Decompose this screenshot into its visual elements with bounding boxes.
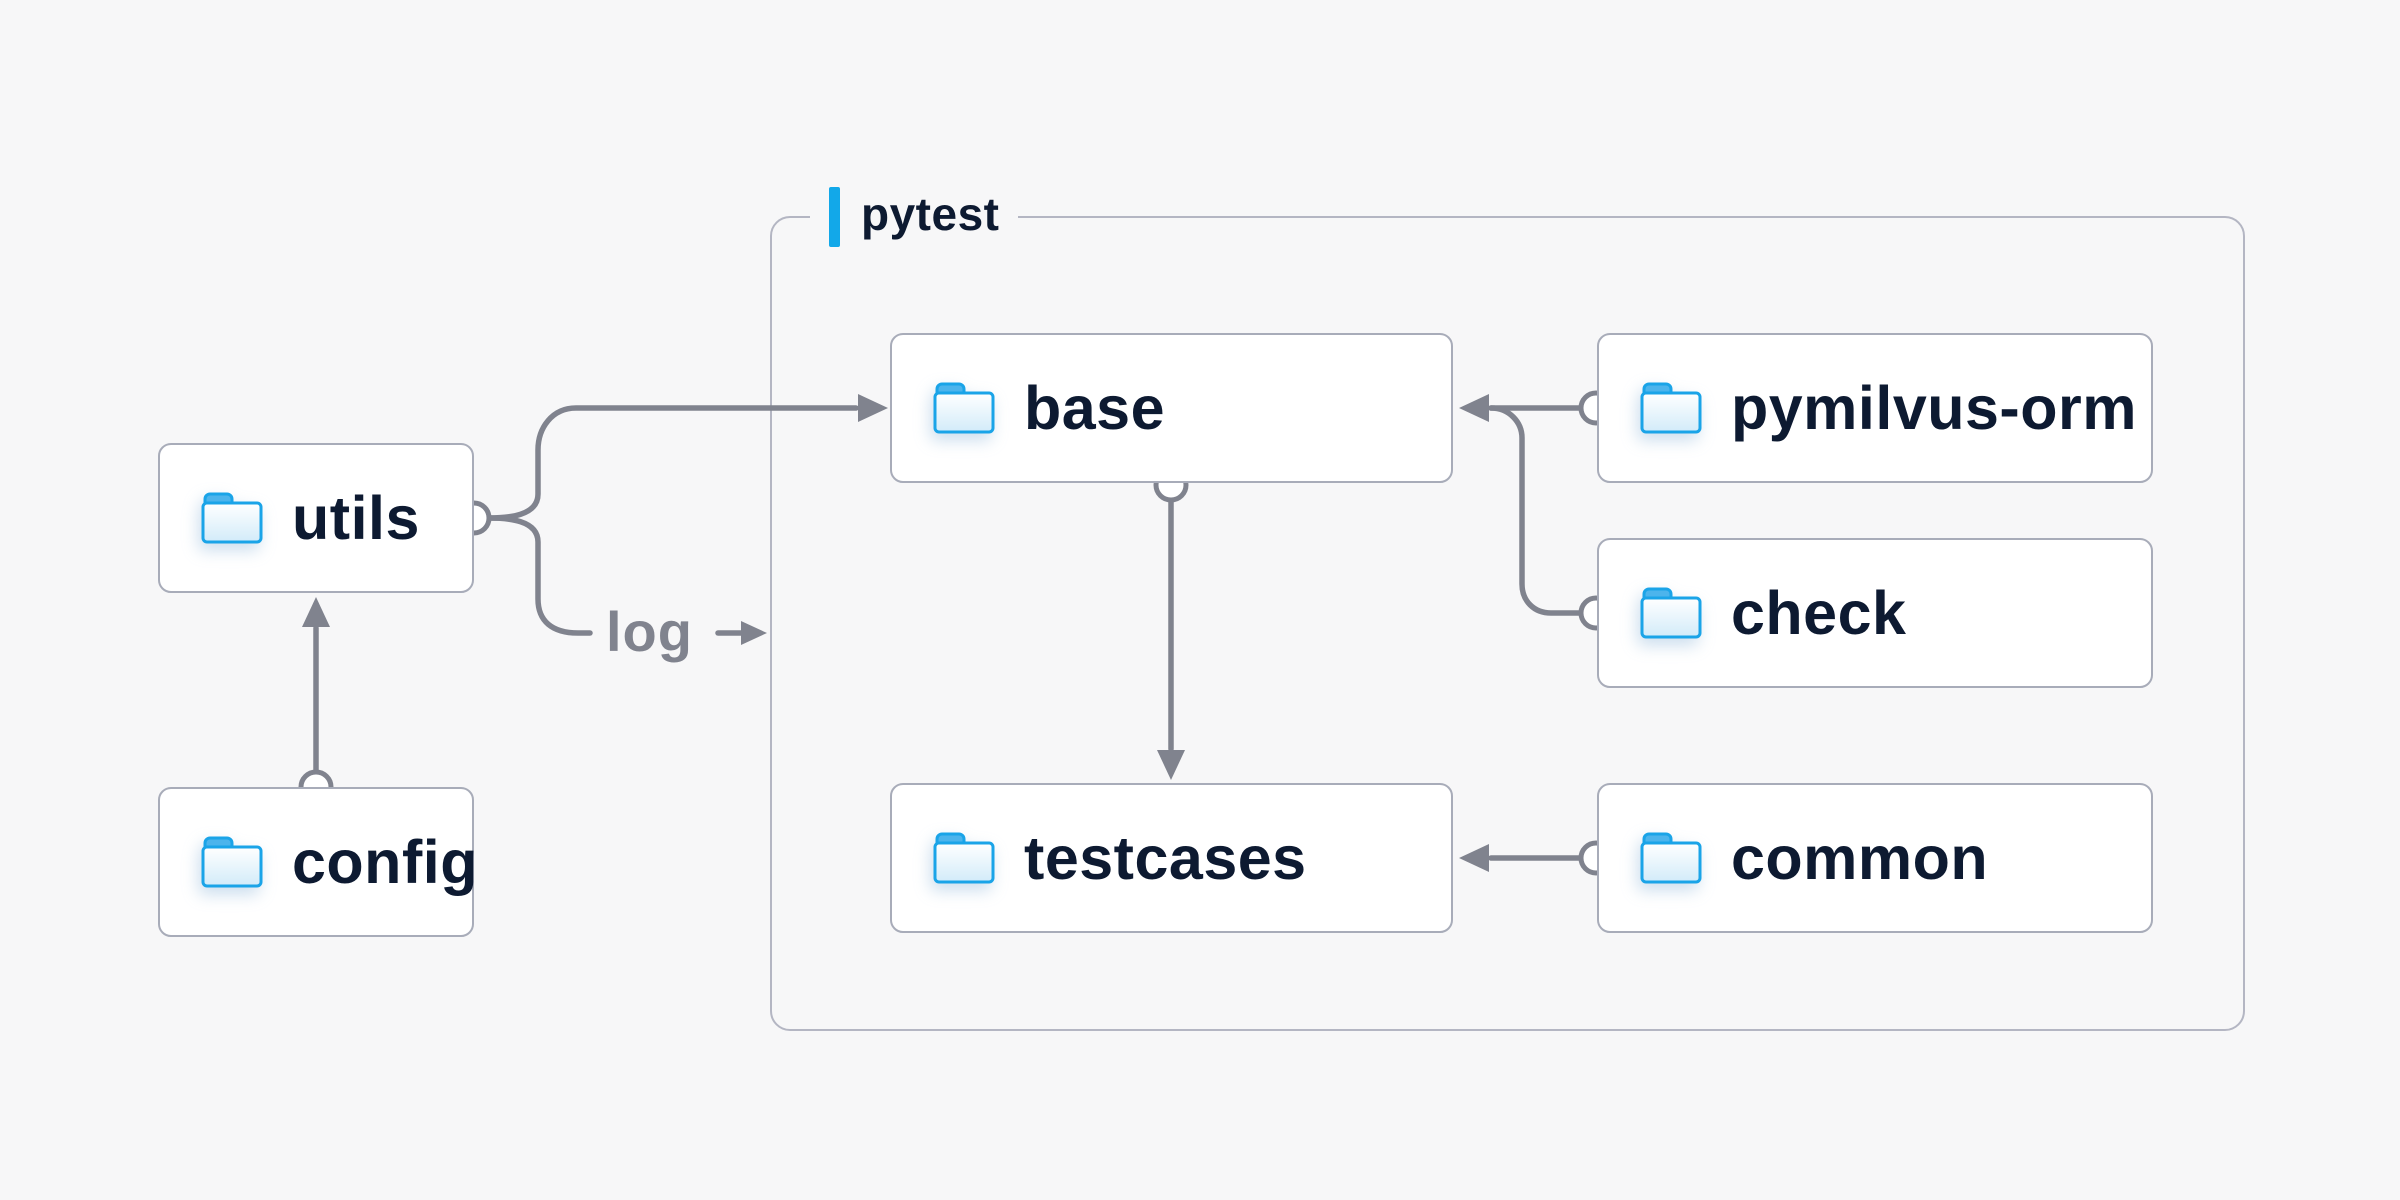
edge-utils-log bbox=[486, 515, 593, 636]
arrowhead-log bbox=[741, 621, 767, 645]
node-label: config bbox=[292, 827, 478, 896]
accent-bar bbox=[829, 187, 840, 247]
folder-icon bbox=[1640, 382, 1702, 434]
node-base: base bbox=[890, 333, 1453, 483]
node-check: check bbox=[1597, 538, 2153, 688]
log-annotation: log bbox=[606, 600, 693, 663]
folder-icon bbox=[1640, 832, 1702, 884]
node-label: utils bbox=[292, 483, 420, 552]
node-label: testcases bbox=[1024, 823, 1307, 892]
pytest-label: pytest bbox=[810, 186, 1019, 248]
folder-icon bbox=[201, 836, 263, 888]
node-utils: utils bbox=[158, 443, 474, 593]
node-config: config bbox=[158, 787, 477, 937]
folder-icon bbox=[201, 492, 263, 544]
arrowhead-config-utils bbox=[302, 597, 330, 627]
node-label: base bbox=[1024, 373, 1166, 442]
node-label: check bbox=[1731, 578, 1907, 647]
node-common: common bbox=[1597, 783, 2153, 933]
folder-icon bbox=[933, 382, 995, 434]
pytest-container: pytest bbox=[770, 186, 2245, 1031]
folder-icon bbox=[1640, 587, 1702, 639]
folder-icon bbox=[933, 832, 995, 884]
node-pymilvus-orm: pymilvus-orm bbox=[1597, 333, 2153, 483]
node-label: common bbox=[1731, 823, 1989, 892]
node-testcases: testcases bbox=[890, 783, 1453, 933]
pytest-title: pytest bbox=[861, 188, 1000, 240]
node-label: pymilvus-orm bbox=[1731, 373, 2137, 442]
